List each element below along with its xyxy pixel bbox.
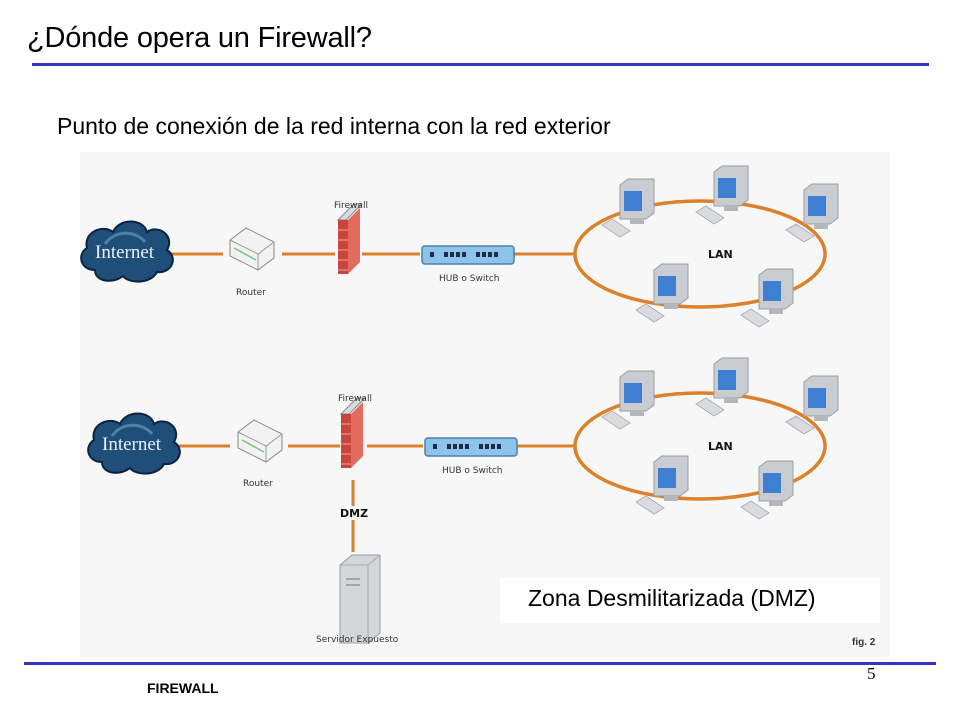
computer-icon: [740, 460, 794, 520]
dmz-caption: Zona Desmilitarizada (DMZ): [528, 585, 816, 611]
computer-icon: [785, 183, 839, 243]
router-label: Router: [236, 288, 266, 298]
computer-icon: [635, 263, 689, 323]
server-icon: [339, 554, 381, 644]
hub-switch-label: HUB o Switch: [439, 274, 500, 284]
hub-switch-label: HUB o Switch: [442, 466, 503, 476]
footer-rule: [24, 662, 936, 665]
computer-icon: [695, 357, 749, 417]
hub-switch-icon: [421, 245, 515, 265]
slide-subtitle: Punto de conexión de la red interna con …: [57, 113, 611, 139]
computer-icon: [635, 455, 689, 515]
computer-icon: [740, 268, 794, 328]
server-label: Servidor Expuesto: [316, 635, 399, 645]
lan-label: LAN: [708, 248, 733, 261]
hub-switch-icon: [424, 437, 518, 457]
network-figure: Internet Router Firewall HUB o Switch LA…: [80, 152, 890, 657]
diagram-basic: Internet Router Firewall HUB o Switch LA…: [80, 165, 839, 328]
slide-title: ¿Dónde opera un Firewall?: [27, 22, 372, 54]
diagram-dmz: Internet Router Firewall HUB o Switch DM…: [86, 357, 839, 645]
cable-lines: [175, 391, 827, 552]
router-icon: [237, 419, 283, 463]
lan-computers: [601, 357, 839, 520]
footer-text: FIREWALL: [147, 680, 219, 696]
lan-computers: [601, 165, 839, 328]
caption-background: [500, 578, 880, 623]
firewall-icon: [337, 203, 363, 275]
computer-icon: [695, 165, 749, 225]
router-icon: [229, 227, 275, 271]
computer-icon: [785, 375, 839, 435]
network-diagrams: Internet Router Firewall HUB o Switch LA…: [80, 165, 839, 645]
title-underline: [32, 63, 929, 66]
firewall-label: Firewall: [338, 394, 372, 404]
internet-label: Internet: [95, 242, 155, 263]
lan-label: LAN: [708, 440, 733, 453]
computer-icon: [601, 370, 655, 430]
computer-icon: [601, 178, 655, 238]
cable-lines: [168, 199, 827, 309]
router-label: Router: [243, 479, 273, 489]
internet-label: Internet: [102, 434, 162, 455]
firewall-label: Firewall: [334, 201, 368, 211]
page-number: 5: [867, 664, 876, 683]
figure-label: fig. 2: [852, 637, 876, 648]
firewall-icon: [340, 397, 366, 469]
dmz-label: DMZ: [340, 507, 368, 520]
